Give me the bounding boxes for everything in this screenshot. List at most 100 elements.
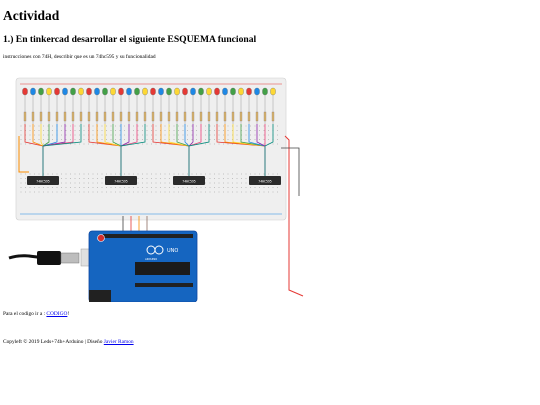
breadboard-hole: [123, 138, 126, 141]
breadboard-hole: [87, 173, 90, 175]
breadboard-hole: [123, 173, 126, 175]
breadboard-hole: [263, 129, 265, 132]
breadboard-hole: [186, 191, 189, 193]
breadboard-hole: [92, 143, 94, 145]
breadboard-hole: [191, 138, 193, 141]
breadboard-hole: [114, 125, 117, 127]
breadboard-hole: [123, 125, 126, 127]
breadboard-hole: [137, 125, 139, 127]
author-link[interactable]: Javier Ramon: [103, 339, 134, 345]
breadboard-hole: [51, 134, 54, 136]
breadboard-hole: [137, 191, 139, 193]
breadboard-hole: [173, 138, 175, 141]
breadboard-hole: [119, 134, 121, 136]
breadboard-hole: [101, 138, 103, 141]
breadboard-hole: [213, 182, 216, 184]
breadboard-hole: [150, 143, 153, 145]
breadboard-hole: [164, 173, 166, 175]
breadboard-hole: [150, 173, 153, 175]
breadboard-hole: [240, 182, 243, 184]
resistor-2: [31, 111, 35, 122]
breadboard-hole: [213, 129, 216, 132]
breadboard-hole: [227, 129, 229, 132]
breadboard-hole: [69, 191, 72, 193]
resistor-19: [167, 111, 171, 122]
breadboard-hole: [141, 143, 144, 145]
resistor-16: [143, 111, 147, 122]
breadboard-hole: [51, 191, 54, 193]
breadboard-hole: [258, 173, 261, 175]
breadboard-hole: [209, 134, 211, 136]
breadboard-hole: [47, 129, 49, 132]
breadboard-hole: [38, 129, 40, 132]
breadboard-hole: [96, 191, 99, 193]
breadboard-hole: [60, 186, 63, 189]
breadboard-hole: [240, 173, 243, 175]
breadboard-hole: [209, 138, 211, 141]
breadboard-hole: [51, 138, 54, 141]
breadboard-hole: [137, 173, 139, 175]
breadboard-hole: [110, 191, 112, 193]
breadboard-hole: [245, 134, 247, 136]
breadboard-hole: [146, 177, 148, 180]
led-18: [158, 87, 164, 96]
power-wire: [284, 135, 304, 297]
breadboard-hole: [92, 138, 94, 141]
breadboard-hole: [276, 191, 279, 193]
breadboard-hole: [110, 129, 112, 132]
breadboard-hole: [65, 129, 67, 132]
resistor-5: [55, 111, 59, 122]
shift-register-chip-2: [105, 176, 137, 185]
breadboard-hole: [182, 191, 184, 193]
breadboard-hole: [137, 134, 139, 136]
breadboard-hole: [155, 191, 157, 193]
resistor-13: [119, 111, 123, 122]
breadboard-hole: [272, 143, 274, 145]
breadboard-hole: [222, 138, 225, 141]
code-link[interactable]: CODIGO: [46, 311, 68, 317]
led-14: [126, 87, 132, 96]
breadboard-hole: [177, 134, 180, 136]
breadboard-hole: [96, 143, 99, 145]
breadboard-hole: [146, 125, 148, 127]
breadboard-hole: [258, 191, 261, 193]
breadboard-hole: [123, 129, 126, 132]
breadboard-hole: [213, 125, 216, 127]
breadboard-hole: [186, 173, 189, 175]
instructions-text: instrucciones con 74H, describir que es …: [3, 54, 156, 60]
breadboard-hole: [137, 186, 139, 189]
breadboard-hole: [101, 186, 103, 189]
breadboard-hole: [69, 182, 72, 184]
breadboard-hole: [249, 134, 252, 136]
breadboard-hole: [258, 125, 261, 127]
breadboard-hole: [20, 191, 22, 193]
breadboard-hole: [51, 173, 54, 175]
breadboard-hole: [168, 191, 171, 193]
resistor-15: [135, 111, 139, 122]
breadboard-hole: [191, 191, 193, 193]
breadboard-hole: [96, 177, 99, 180]
resistor-25: [215, 111, 219, 122]
breadboard-hole: [42, 129, 45, 132]
breadboard-hole: [240, 191, 243, 193]
breadboard-hole: [150, 125, 153, 127]
breadboard-hole: [218, 134, 220, 136]
breadboard-hole: [29, 125, 31, 127]
breadboard-hole: [123, 134, 126, 136]
breadboard-hole: [119, 186, 121, 189]
breadboard-hole: [38, 186, 40, 189]
resistor-6: [63, 111, 67, 122]
breadboard-hole: [191, 173, 193, 175]
breadboard-hole: [33, 134, 36, 136]
breadboard-hole: [119, 173, 121, 175]
breadboard-hole: [249, 129, 252, 132]
led-30: [254, 87, 260, 96]
breadboard-hole: [209, 173, 211, 175]
breadboard-hole: [150, 134, 153, 136]
breadboard-hole: [33, 191, 36, 193]
breadboard-hole: [141, 186, 144, 189]
breadboard-hole: [42, 125, 45, 127]
breadboard-hole: [173, 125, 175, 127]
breadboard-hole: [227, 125, 229, 127]
breadboard-hole: [132, 186, 135, 189]
